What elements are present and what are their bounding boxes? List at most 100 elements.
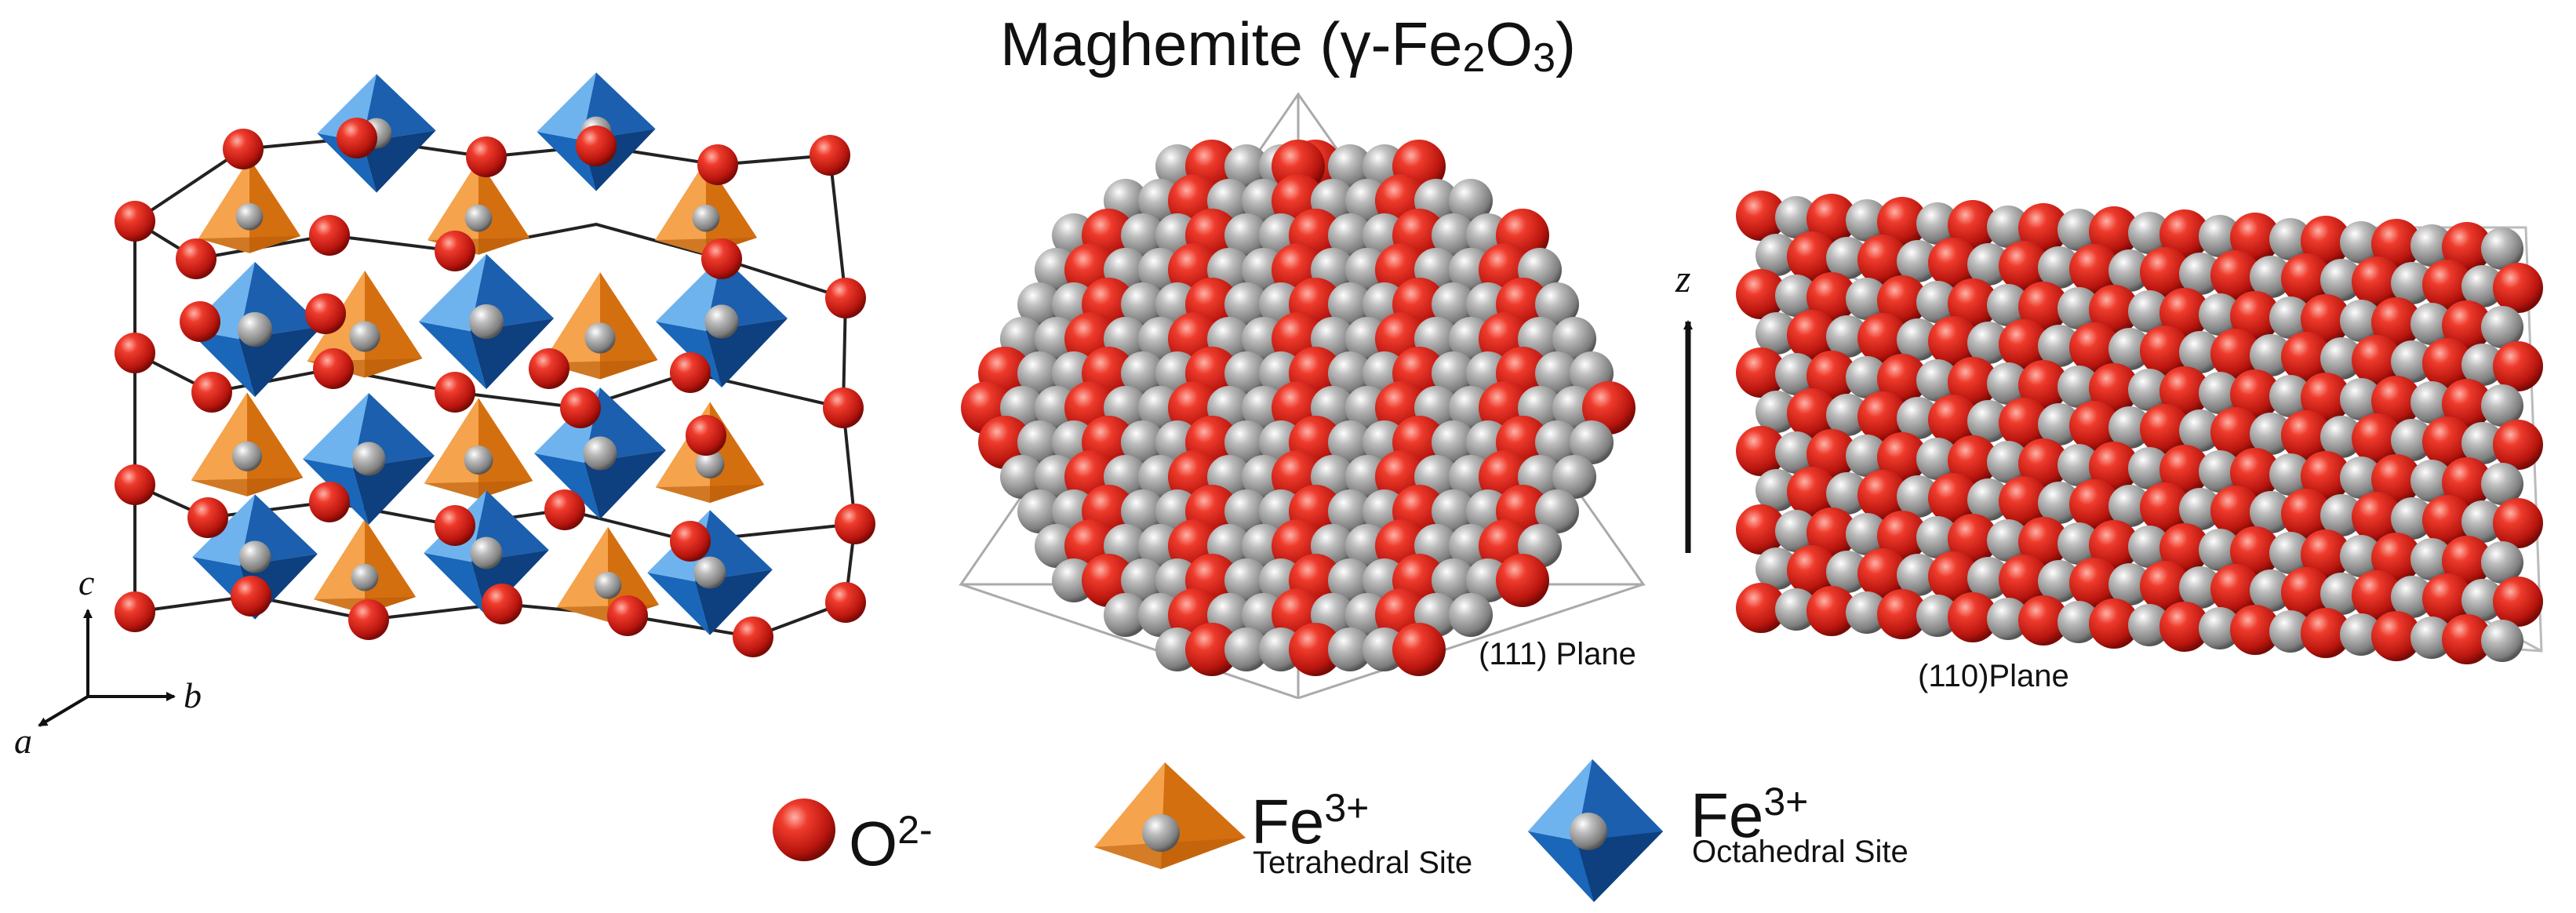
axis-triad <box>38 609 176 727</box>
iron-atom <box>1897 554 1939 596</box>
iron-atom <box>2410 224 2453 267</box>
iron-atom <box>1846 199 1888 242</box>
iron-atom <box>2461 265 2504 307</box>
iron-atom <box>1897 240 1939 282</box>
iron-atom <box>1224 213 1268 257</box>
oxygen-atom <box>2210 564 2261 614</box>
iron-atom <box>2058 522 2100 565</box>
iron-atom <box>1775 275 1817 317</box>
oxygen-atom <box>309 482 350 522</box>
oxygen-atom <box>2371 533 2421 583</box>
oxygen-atom <box>576 125 617 166</box>
iron-atom <box>1224 627 1268 671</box>
iron-atom <box>2108 249 2151 292</box>
iron-atom <box>2320 259 2363 301</box>
oxygen-atom <box>223 129 264 169</box>
iron-atom <box>2391 497 2433 540</box>
oxygen-atom <box>1857 470 1908 520</box>
iron-atom <box>1449 179 1493 223</box>
iron-atom <box>1017 351 1061 395</box>
oxygen-atom <box>686 415 726 456</box>
iron-atom <box>2481 384 2523 427</box>
oxygen-atom <box>2371 611 2421 661</box>
legend-oxygen-charge: 2- <box>897 808 933 852</box>
oxygen-atom <box>2018 438 2068 489</box>
oxygen-atom <box>1736 504 1786 555</box>
iron-atom <box>2269 218 2312 260</box>
iron-atom <box>1224 144 1268 188</box>
oxygen-atom <box>560 387 601 428</box>
oxygen-atom <box>1948 278 1998 329</box>
oxygen-atom <box>2159 209 2210 260</box>
oxygen-atom <box>2230 213 2280 263</box>
iron-atom <box>1535 420 1579 464</box>
oxygen-atom <box>1857 391 1908 442</box>
iron-atom <box>1775 431 1817 474</box>
iron-atom <box>1121 351 1165 395</box>
iron-atom <box>1846 278 1888 320</box>
oxygen-atom <box>482 584 522 624</box>
legend-tetrahedron-icon <box>1094 762 1246 869</box>
oxygen-atom <box>313 348 354 389</box>
oxygen-atom <box>2352 413 2402 464</box>
oxygen-atom <box>2301 608 2351 658</box>
iron-atom <box>1552 317 1596 361</box>
iron-atom <box>2179 331 2221 373</box>
title-middle: O <box>1485 9 1534 78</box>
iron-atom <box>1967 478 2010 521</box>
iron-atom <box>1987 206 2029 248</box>
iron-atom <box>1897 318 1939 361</box>
iron-atom <box>2108 406 2151 449</box>
oxygen-atom <box>2230 605 2280 655</box>
iron-atom <box>2391 419 2433 461</box>
oxygen-atom <box>115 333 155 373</box>
octahedron <box>303 393 435 525</box>
iron-atom <box>1432 420 1475 464</box>
iron-atom <box>2128 604 2170 646</box>
oxygen-atom <box>2493 263 2543 313</box>
plane-111-atoms <box>961 140 1635 676</box>
iron-atom <box>2179 566 2221 609</box>
iron-atom <box>2199 372 2241 414</box>
iron-atom <box>2320 416 2363 458</box>
oxygen-atom <box>2493 341 2543 391</box>
oxygen-atom <box>1928 551 1978 602</box>
iron-atom <box>2250 413 2292 455</box>
iron-atom <box>2058 444 2100 486</box>
oxygen-atom <box>1857 313 1908 363</box>
iron-atom <box>1224 558 1268 602</box>
iron-atom <box>2038 560 2080 602</box>
iron-atom <box>1121 213 1165 257</box>
iron-atom <box>1846 435 1888 477</box>
iron-atom <box>1121 282 1165 326</box>
oxygen-atom <box>733 617 773 657</box>
oxygen-atom <box>2371 376 2421 426</box>
oxygen-atom <box>701 238 742 279</box>
oxygen-atom <box>2301 451 2351 501</box>
oxygen-atom <box>191 372 232 413</box>
oxygen-atom <box>1877 197 1927 247</box>
oxygen-atom <box>2371 454 2421 504</box>
oxygen-atom <box>810 135 850 176</box>
iron-atom <box>1328 420 1372 464</box>
iron-atom <box>2410 381 2453 424</box>
iron-atom <box>1104 593 1148 637</box>
iron-atom <box>1916 359 1959 402</box>
iron-atom <box>2058 287 2100 329</box>
oxygen-atom <box>1289 623 1342 676</box>
iron-atom <box>1328 351 1372 395</box>
iron-atom <box>1897 397 1939 439</box>
a-axis-arrow <box>38 695 89 727</box>
iron-atom <box>2128 526 2170 568</box>
iron-atom <box>2481 306 2523 348</box>
iron-atom <box>2269 453 2312 496</box>
iron-atom <box>1846 356 1888 398</box>
iron-atom <box>1916 516 1959 558</box>
tetrahedron <box>313 518 417 614</box>
iron-atom <box>1846 513 1888 555</box>
oxygen-atom <box>1806 586 1857 636</box>
oxygen-atom <box>1928 238 1978 288</box>
legend-octahedral-ion: Fe <box>1690 780 1764 850</box>
iron-atom <box>1017 489 1061 533</box>
iron-atom <box>1552 455 1596 499</box>
